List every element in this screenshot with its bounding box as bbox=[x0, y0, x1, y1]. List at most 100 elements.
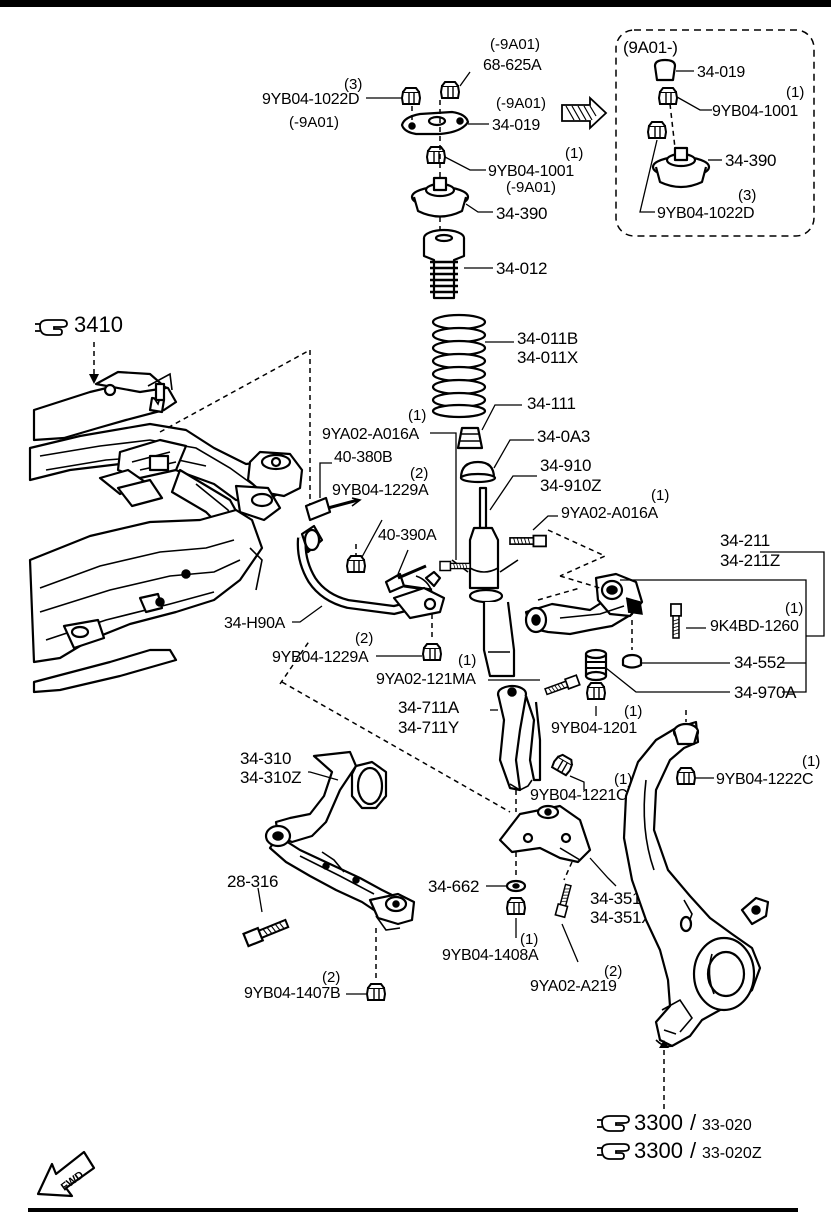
p9yb04-1229a-top-qty: (2) bbox=[410, 465, 428, 482]
p9ya02-a016a-label: 9YA02-A016A bbox=[561, 505, 659, 522]
p9ya02-a219-qty: (2) bbox=[604, 963, 622, 980]
p40-380b-label: 40-380B bbox=[334, 449, 392, 466]
p34-0a3-label: 34-0A3 bbox=[537, 427, 590, 446]
knuckle-pinch-bolt-9ya02-121ma[interactable] bbox=[543, 674, 581, 698]
strut-top-plate-34-019[interactable] bbox=[400, 110, 470, 136]
p34-211z-label: 34-211Z bbox=[720, 551, 780, 570]
box-mount-nut[interactable] bbox=[658, 87, 678, 105]
p34-910z-label: 34-910Z bbox=[540, 476, 601, 495]
p34-019-label: 34-019 bbox=[492, 117, 540, 134]
knuckle-ref-main-2: 3300 bbox=[634, 1138, 683, 1163]
stabilizer-link-nut-lower[interactable] bbox=[422, 643, 442, 661]
hatched-arrow-icon bbox=[561, 95, 608, 131]
p9k4bd-1260-label: 9K4BD-1260 bbox=[710, 618, 799, 635]
strut-nut-9yb04-1022d[interactable] bbox=[401, 87, 421, 105]
bushing-34-970a[interactable] bbox=[584, 648, 608, 682]
p9yb04-1001-note: (-9A01) bbox=[506, 179, 556, 196]
p9ya02-a219-label: 9YA02-A219 bbox=[530, 978, 617, 995]
p9yb04-1229a-label: 9YB04-1229A bbox=[272, 649, 369, 666]
lower-arm-nut-9yb04-1407b[interactable] bbox=[366, 983, 386, 1001]
p9yb04-1221c-label: 9YB04-1221C bbox=[530, 787, 627, 804]
p9yb04-1001-label: 9YB04-1001 bbox=[488, 163, 574, 180]
knuckle-ref-slash-2: / bbox=[690, 1138, 697, 1163]
fork-nut-9yb04-1221c[interactable] bbox=[550, 751, 576, 777]
p34-310z-label: 34-310Z bbox=[240, 768, 301, 787]
p34-970a-label: 34-970A bbox=[734, 683, 797, 702]
stabilizer-bar-34-h90a[interactable] bbox=[296, 524, 412, 616]
stabilizer-link-40-380b[interactable] bbox=[304, 496, 362, 522]
stabilizer-bushing-bracket[interactable] bbox=[392, 570, 446, 620]
p34-552-label: 34-552 bbox=[734, 653, 785, 672]
p9yb04-1022d-qty: (3) bbox=[344, 76, 362, 93]
shock-absorber-34-910[interactable] bbox=[451, 486, 519, 678]
knuckle-ref-slash: / bbox=[690, 1110, 697, 1135]
p28-316-label: 28-316 bbox=[227, 872, 278, 891]
strut-nut-9yb04-1001[interactable] bbox=[426, 146, 446, 164]
p9yb04-1229a-qty: (2) bbox=[355, 630, 373, 647]
washer-34-662[interactable] bbox=[505, 879, 527, 893]
upper-arm-nut-9yb04-1201[interactable] bbox=[586, 682, 606, 700]
lower-arm-34-310[interactable] bbox=[264, 750, 416, 931]
box-strut-mount[interactable] bbox=[651, 146, 711, 189]
knuckle-ref-hand-icon-2[interactable] bbox=[596, 1143, 630, 1160]
bump-stop-34-111[interactable] bbox=[456, 426, 484, 450]
ball-joint-34-351a[interactable] bbox=[498, 804, 592, 864]
lower-arm-bolt-28-316[interactable] bbox=[242, 916, 291, 948]
knuckle-nut-9yb04-1222c[interactable] bbox=[676, 767, 696, 785]
p34-711a-label: 34-711A bbox=[398, 698, 460, 717]
ball-joint-bolt-9ya02-a219[interactable] bbox=[554, 883, 574, 919]
p9yb04-1022d-label: 9YB04-1022D bbox=[262, 91, 359, 108]
p34-011x-label: 34-011X bbox=[517, 348, 578, 367]
p34-012-label: 34-012 bbox=[496, 259, 547, 278]
knuckle-ref-sub1: 33-020 bbox=[702, 1117, 752, 1134]
ball-joint-nut-9yb04-1408a[interactable] bbox=[506, 897, 526, 915]
p34-351x-label: 34-351X bbox=[590, 908, 652, 927]
strut-top-nut-68-625a[interactable] bbox=[440, 81, 460, 99]
p34-111-label: 34-111 bbox=[527, 394, 576, 413]
dust-boot-34-012[interactable] bbox=[422, 228, 466, 300]
p9yb04-1221c-qty: (1) bbox=[614, 771, 632, 788]
box-bump-cap[interactable] bbox=[653, 58, 677, 82]
variant-box-title: (9A01-) bbox=[623, 38, 678, 57]
p9yb04-1408a-label: 9YB04-1408A bbox=[442, 947, 539, 964]
subframe-ref-hand-icon[interactable] bbox=[34, 319, 68, 336]
p9yb04-1407b-qty: (2) bbox=[322, 969, 340, 986]
strut-bolt-9ya02-a016a[interactable] bbox=[509, 534, 547, 548]
p34-211-label: 34-211 bbox=[720, 531, 770, 550]
box-9yb04-1022d-label: 9YB04-1022D bbox=[657, 205, 754, 222]
box-34-019-label: 34-019 bbox=[697, 64, 745, 81]
spring-seat-34-0a3[interactable] bbox=[459, 460, 497, 484]
p34-390-label: 34-390 bbox=[496, 204, 547, 223]
steering-knuckle[interactable] bbox=[622, 720, 770, 1048]
p9yb04-1408a-qty: (1) bbox=[520, 931, 538, 948]
strut-pinch-bolt-left[interactable] bbox=[439, 560, 471, 572]
bottom-border bbox=[28, 1208, 798, 1212]
subframe-assembly[interactable] bbox=[28, 370, 304, 694]
p9ya02-a016a-qty: (1) bbox=[651, 487, 669, 504]
box-9yb04-1001-label: 9YB04-1001 bbox=[712, 103, 798, 120]
p9k4bd-1260-qty: (1) bbox=[785, 600, 803, 617]
strut-mount-34-390[interactable] bbox=[410, 176, 470, 218]
fwd-arrow-icon: FWD bbox=[36, 1150, 96, 1198]
upper-arm-34-211[interactable] bbox=[524, 572, 644, 636]
variant-box: (9A01-) 34-019 (1) 9YB04-1001 34-390 (3)… bbox=[615, 29, 815, 237]
p34-711y-label: 34-711Y bbox=[398, 718, 459, 737]
p9ya02-121ma-label: 9YA02-121MA bbox=[376, 671, 476, 688]
upper-arm-bolt-9k4bd-1260[interactable] bbox=[670, 603, 682, 639]
p9ya02-a016a-top-label: 9YA02-A016A bbox=[322, 426, 420, 443]
box-9yb04-1022d-qty: (3) bbox=[738, 187, 756, 204]
p9yb04-1201-qty: (1) bbox=[624, 703, 642, 720]
p34-662-label: 34-662 bbox=[428, 877, 479, 896]
coil-spring-34-011b[interactable] bbox=[431, 313, 487, 419]
p34-019-note: (-9A01) bbox=[496, 95, 546, 112]
box-strut-nut[interactable] bbox=[647, 121, 667, 139]
p34-910-label: 34-910 bbox=[540, 456, 591, 475]
p68-625a-label: 68-625A bbox=[483, 57, 542, 74]
p34-h90a-label: 34-H90A bbox=[224, 615, 286, 632]
p9yb04-1229a-top-label: 9YB04-1229A bbox=[332, 482, 429, 499]
p9yb04-1001-qty: (1) bbox=[565, 145, 583, 162]
washer-34-552[interactable] bbox=[621, 653, 643, 669]
stabilizer-link-nut-upper[interactable] bbox=[346, 555, 366, 573]
knuckle-ref-hand-icon[interactable] bbox=[596, 1115, 630, 1132]
damper-fork-34-711a[interactable] bbox=[496, 684, 542, 792]
